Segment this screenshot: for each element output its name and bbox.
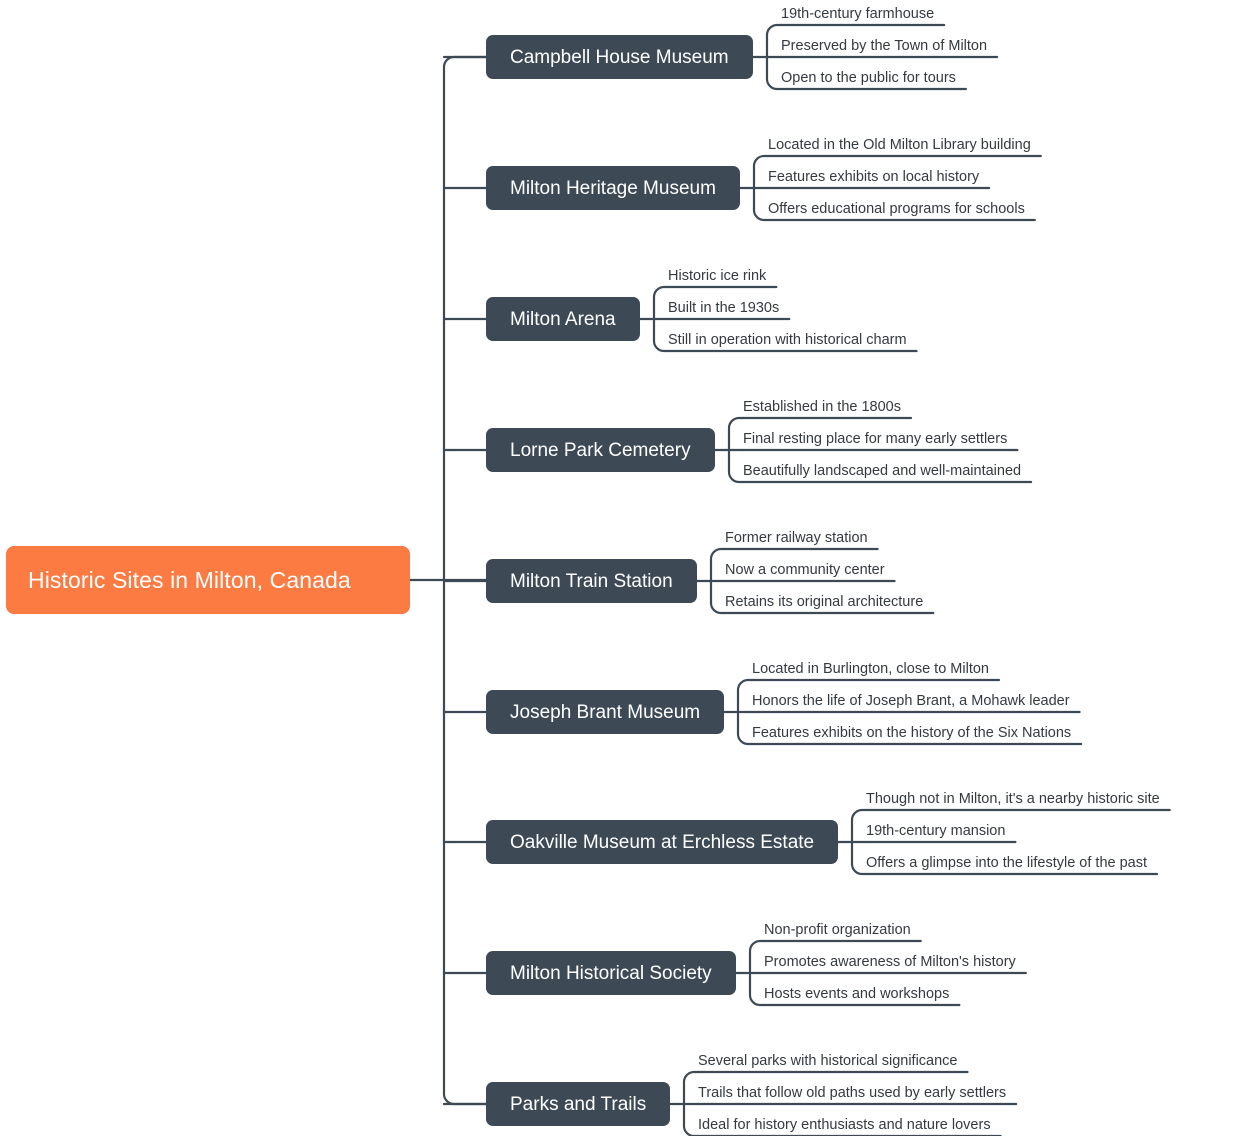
leaf-label: 19th-century farmhouse <box>781 6 935 22</box>
leaf-label: Honors the life of Joseph Brant, a Mohaw… <box>752 693 1070 709</box>
leaf-item[interactable]: Promotes awareness of Milton's history <box>764 953 1016 971</box>
leaf-item[interactable]: Retains its original architecture <box>725 593 923 611</box>
branch-label: Campbell House Museum <box>510 46 729 68</box>
leaf-item[interactable]: Established in the 1800s <box>743 398 901 416</box>
branch-label: Milton Historical Society <box>510 962 712 984</box>
leaf-item[interactable]: Non-profit organization <box>764 921 911 939</box>
leaf-item[interactable]: Located in Burlington, close to Milton <box>752 660 989 678</box>
leaf-label: Beautifully landscaped and well-maintain… <box>743 463 1022 479</box>
branch-label: Oakville Museum at Erchless Estate <box>510 831 815 853</box>
leaf-label: Built in the 1930s <box>668 300 780 316</box>
leaf-label: Preserved by the Town of Milton <box>781 38 988 54</box>
leaf-label: Located in the Old Milton Library buildi… <box>768 137 1031 153</box>
leaf-label: Trails that follow old paths used by ear… <box>698 1085 1007 1101</box>
branch-label: Joseph Brant Museum <box>510 701 701 723</box>
leaf-label: Ideal for history enthusiasts and nature… <box>698 1117 991 1133</box>
branch-node[interactable]: Milton Heritage Museum <box>486 166 740 210</box>
leaf-item[interactable]: Now a community center <box>725 561 885 579</box>
branch-node[interactable]: Parks and Trails <box>486 1082 670 1126</box>
leaf-item[interactable]: Trails that follow old paths used by ear… <box>698 1084 1006 1102</box>
branch-node[interactable]: Milton Arena <box>486 297 640 341</box>
leaf-label: Located in Burlington, close to Milton <box>752 661 989 677</box>
branch-label: Parks and Trails <box>510 1093 647 1115</box>
root-label: Historic Sites in Milton, Canada <box>28 566 351 593</box>
branch-label: Milton Train Station <box>510 570 673 592</box>
leaf-item[interactable]: Preserved by the Town of Milton <box>781 37 987 55</box>
leaf-label: Though not in Milton, it's a nearby hist… <box>866 791 1160 807</box>
leaf-item[interactable]: Located in the Old Milton Library buildi… <box>768 136 1031 154</box>
leaf-label: Non-profit organization <box>764 922 911 938</box>
branch-node[interactable]: Joseph Brant Museum <box>486 690 724 734</box>
leaf-label: Still in operation with historical charm <box>668 332 907 348</box>
branch-node[interactable]: Milton Historical Society <box>486 951 736 995</box>
leaf-item[interactable]: 19th-century mansion <box>866 822 1005 840</box>
leaf-label: Hosts events and workshops <box>764 986 950 1002</box>
branch-label: Lorne Park Cemetery <box>510 439 691 461</box>
branch-node[interactable]: Oakville Museum at Erchless Estate <box>486 820 838 864</box>
leaf-label: Former railway station <box>725 530 868 546</box>
leaf-item[interactable]: Built in the 1930s <box>668 299 779 317</box>
leaf-label: Offers educational programs for schools <box>768 201 1025 217</box>
leaf-item[interactable]: Former railway station <box>725 529 868 547</box>
leaf-item[interactable]: 19th-century farmhouse <box>781 5 934 23</box>
leaf-item[interactable]: Open to the public for tours <box>781 69 956 87</box>
root-node[interactable]: Historic Sites in Milton, Canada <box>6 546 410 614</box>
branch-node[interactable]: Campbell House Museum <box>486 35 753 79</box>
leaf-item[interactable]: Still in operation with historical charm <box>668 331 907 349</box>
branch-node[interactable]: Lorne Park Cemetery <box>486 428 715 472</box>
leaf-label: Features exhibits on local history <box>768 169 980 185</box>
leaf-item[interactable]: Beautifully landscaped and well-maintain… <box>743 462 1021 480</box>
leaf-label: Established in the 1800s <box>743 399 901 415</box>
branch-label: Milton Arena <box>510 308 616 330</box>
leaf-item[interactable]: Offers a glimpse into the lifestyle of t… <box>866 854 1147 872</box>
leaf-label: Several parks with historical significan… <box>698 1053 958 1069</box>
leaf-item[interactable]: Historic ice rink <box>668 267 766 285</box>
leaf-item[interactable]: Features exhibits on local history <box>768 168 979 186</box>
branch-label: Milton Heritage Museum <box>510 177 716 199</box>
leaf-label: Retains its original architecture <box>725 594 924 610</box>
leaf-label: Final resting place for many early settl… <box>743 431 1008 447</box>
leaf-item[interactable]: Hosts events and workshops <box>764 985 949 1003</box>
leaf-label: Open to the public for tours <box>781 70 956 86</box>
leaf-item[interactable]: Several parks with historical significan… <box>698 1052 958 1070</box>
leaf-label: 19th-century mansion <box>866 823 1006 839</box>
leaf-item[interactable]: Features exhibits on the history of the … <box>752 724 1071 742</box>
leaf-item[interactable]: Final resting place for many early settl… <box>743 430 1007 448</box>
leaf-label: Offers a glimpse into the lifestyle of t… <box>866 855 1148 871</box>
leaf-item[interactable]: Though not in Milton, it's a nearby hist… <box>866 790 1160 808</box>
leaf-label: Historic ice rink <box>668 268 767 284</box>
leaf-label: Now a community center <box>725 562 885 578</box>
leaf-item[interactable]: Honors the life of Joseph Brant, a Mohaw… <box>752 692 1070 710</box>
branch-node[interactable]: Milton Train Station <box>486 559 697 603</box>
leaf-label: Promotes awareness of Milton's history <box>764 954 1016 970</box>
leaf-item[interactable]: Ideal for history enthusiasts and nature… <box>698 1116 991 1134</box>
leaf-label: Features exhibits on the history of the … <box>752 725 1072 741</box>
leaf-item[interactable]: Offers educational programs for schools <box>768 200 1025 218</box>
